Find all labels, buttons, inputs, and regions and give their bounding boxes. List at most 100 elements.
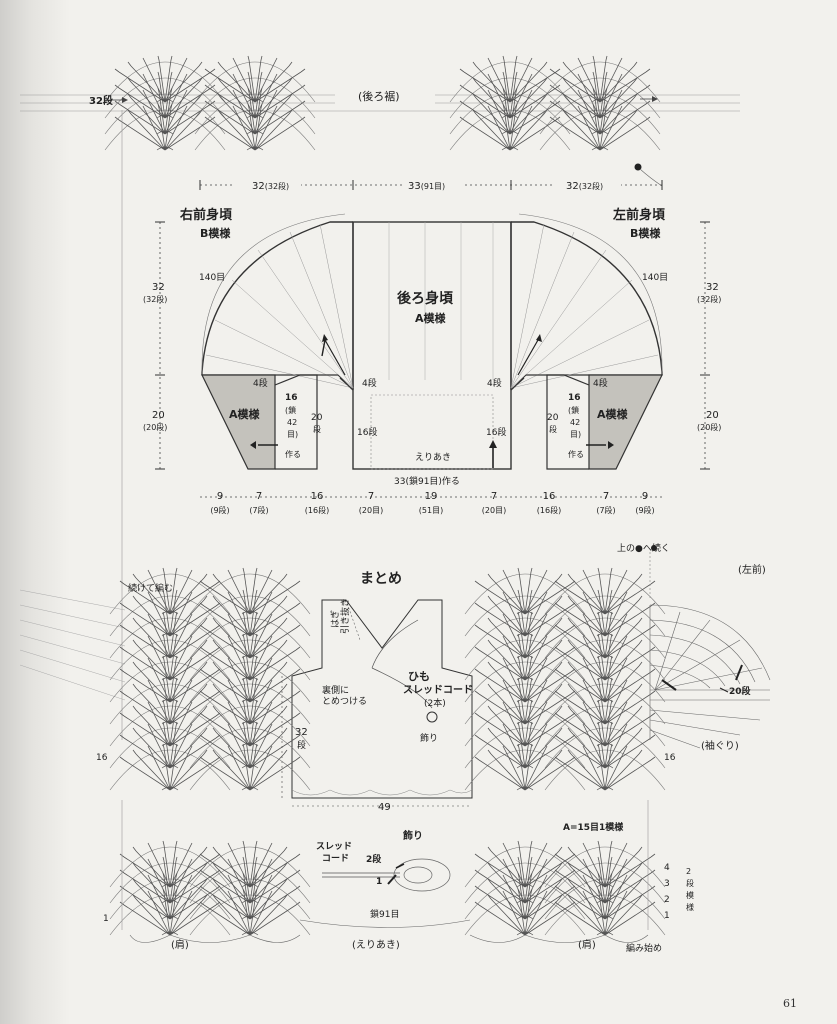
lower-crochet-chart: [19, 545, 771, 943]
neck-opening-label: えりあき: [415, 452, 451, 463]
left-front-chart-label: (左前): [738, 563, 766, 576]
assembly-slip-label: 引き抜き: [339, 598, 351, 634]
decoration-rows: 2段: [366, 853, 382, 865]
svg-text:42: 42: [287, 418, 297, 427]
svg-text:(鎖: (鎖: [285, 405, 296, 415]
svg-text:16: 16: [285, 393, 298, 403]
svg-text:段: 段: [686, 878, 694, 888]
top-row-label: 32段: [89, 94, 113, 107]
svg-text:16: 16: [568, 393, 581, 403]
row-16-left: 16: [96, 753, 108, 763]
schematic-left-heights: 32 (32段) 20 (20段): [143, 282, 167, 432]
decoration-title: 飾り: [403, 829, 423, 842]
svg-text:7: 7: [491, 491, 497, 502]
assembly-width: 49: [378, 802, 391, 813]
right-a-pattern: A模様: [229, 407, 261, 421]
svg-text:7: 7: [256, 491, 262, 502]
svg-text:目): 目): [570, 430, 581, 439]
assembly-decoration: 飾り: [420, 732, 438, 744]
thread-cord-label-2: コード: [322, 853, 349, 864]
svg-text:3: 3: [664, 879, 670, 889]
assembly-height: 32: [295, 727, 308, 738]
svg-text:20: 20: [706, 410, 719, 421]
svg-text:4段: 4段: [253, 377, 268, 389]
svg-text:段: 段: [549, 424, 557, 434]
svg-text:4: 4: [664, 863, 670, 873]
svg-text:段: 段: [313, 424, 321, 434]
page-gutter-shadow: [0, 0, 70, 1024]
left-front-title: 左前身頃: [613, 207, 666, 223]
svg-text:16: 16: [311, 491, 324, 502]
svg-text:(9段): (9段): [210, 505, 229, 515]
svg-text:作る: 作る: [285, 449, 301, 459]
continue-dot-icon: [634, 163, 642, 171]
svg-text:(32段): (32段): [697, 294, 721, 304]
right-row-numbers: 4 3 2 1 2 段 模 様: [664, 863, 694, 921]
assembly-seam-label: はぎ: [329, 610, 341, 628]
assembly-cord-1: ひも: [408, 670, 430, 683]
svg-text:33(91目): 33(91目): [408, 181, 445, 192]
shoulder-right-label: (肩): [578, 938, 596, 951]
svg-text:(51目): (51目): [419, 506, 443, 515]
assembly-title: まとめ: [360, 571, 402, 587]
page-number: 61: [783, 997, 797, 1010]
row-1-left: 1: [103, 914, 109, 924]
thread-cord-label-1: スレッド: [316, 841, 352, 852]
svg-text:(7段): (7段): [249, 505, 268, 515]
bottom-chain-label: 33(鎖91目)作る: [394, 475, 460, 487]
svg-text:9: 9: [217, 491, 223, 502]
schematic-right-heights: 32 (32段) 20 (20段): [697, 282, 721, 432]
svg-text:32(32段): 32(32段): [252, 181, 289, 192]
decoration-row-1: 1: [376, 877, 382, 887]
svg-text:(32段): (32段): [143, 294, 167, 304]
svg-text:4段: 4段: [487, 377, 502, 389]
chain-91-label: 鎖91目: [370, 908, 399, 920]
svg-text:4段: 4段: [593, 377, 608, 389]
svg-text:様: 様: [686, 902, 694, 912]
svg-text:20: 20: [152, 410, 165, 421]
right-front-pattern: B模様: [200, 226, 231, 240]
svg-text:(20目): (20目): [359, 506, 383, 515]
svg-text:20: 20: [547, 413, 559, 423]
svg-text:(20目): (20目): [482, 506, 506, 515]
svg-text:(9段): (9段): [635, 505, 654, 515]
left-a-pattern: A模様: [597, 407, 629, 421]
svg-text:19: 19: [425, 491, 438, 502]
svg-text:2: 2: [686, 867, 691, 876]
row-20-label: 20段: [729, 685, 752, 697]
svg-text:9: 9: [642, 491, 648, 502]
neckline-label: (えりあき): [352, 939, 400, 951]
assembly-height-unit: 段: [297, 739, 306, 751]
assembly-diagram: [281, 599, 473, 807]
svg-text:16段: 16段: [357, 426, 377, 438]
svg-text:42: 42: [570, 418, 580, 427]
armhole-label: (袖ぐり): [701, 739, 739, 752]
svg-text:4段: 4段: [362, 377, 377, 389]
right-front-title: 右前身頃: [179, 207, 233, 223]
svg-text:16段: 16段: [486, 426, 506, 438]
svg-text:(16段): (16段): [305, 505, 329, 515]
svg-text:(鎖: (鎖: [568, 405, 579, 415]
schematic-row-notes: 4段 4段 4段 4段 16段 16段: [253, 377, 608, 438]
svg-text:模: 模: [686, 890, 694, 900]
svg-text:16: 16: [543, 491, 556, 502]
schematic-bottom-widths: 9 (9段) 7 (7段) 16 (16段) 7 (20目) 19 (51目) …: [210, 491, 654, 515]
shoulder-left-label: (肩): [171, 938, 189, 951]
assembly-attach-1: 裏側に: [322, 684, 349, 696]
assembly-attach-2: とめつける: [322, 696, 367, 707]
continue-to-top-label: 上の●へ続く: [617, 542, 670, 554]
svg-text:32: 32: [152, 282, 165, 293]
svg-text:(16段): (16段): [537, 505, 561, 515]
right-chain-note: 16 (鎖 42 目) 作る: [285, 393, 301, 459]
right-front-stitches: 140目: [199, 272, 225, 283]
start-label: 編み始め: [626, 942, 662, 954]
pattern-a-note: A=15目1模様: [563, 821, 624, 833]
left-chain-note: 16 (鎖 42 目) 作る: [568, 393, 584, 459]
svg-text:(20段): (20段): [143, 422, 167, 432]
assembly-cord-2: スレッドコード: [403, 684, 473, 696]
svg-text:(20段): (20段): [697, 422, 721, 432]
svg-text:目): 目): [287, 430, 298, 439]
schematic-top-widths: 32(32段) 33(91目) 32(32段): [235, 177, 621, 193]
svg-text:(7段): (7段): [596, 505, 615, 515]
